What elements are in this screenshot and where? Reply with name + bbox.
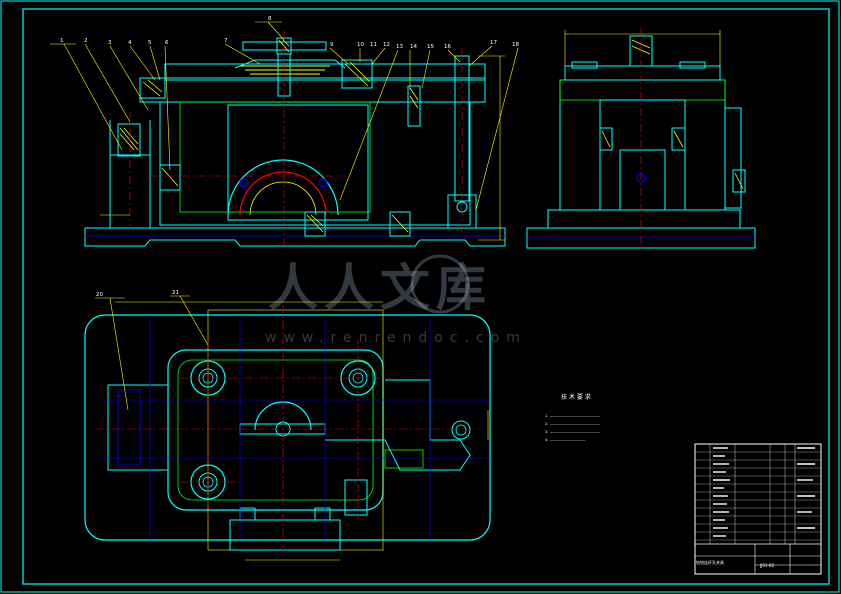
callout-label: 4	[128, 40, 132, 46]
front-view-callouts: 1 2 3 4 5 6 7 8 9 10 11 12 13 14 15 16 1…	[60, 16, 519, 50]
callout-label: 1	[60, 38, 64, 44]
callout-label: 11	[370, 42, 377, 48]
callout-label: 20	[96, 292, 103, 298]
tech-req-note: 1. ——————————————	[545, 414, 600, 418]
tech-req-notes: 1. —————————————— 2. —————————————— 3. —…	[545, 412, 600, 444]
callout-label: 3	[108, 40, 112, 46]
callout-label: 5	[148, 40, 152, 46]
callout-label: 10	[357, 42, 364, 48]
tech-req-title: 技 术 要 求	[561, 394, 591, 401]
plan-view-callouts: 20 21	[96, 290, 179, 298]
plan-view	[84, 295, 491, 561]
callout-label: 9	[330, 42, 334, 48]
callout-label: 2	[84, 38, 88, 44]
title-block	[694, 443, 822, 575]
callout-label: 18	[512, 42, 519, 48]
tech-req-note: 4. ——————————	[545, 438, 586, 442]
callout-label: 17	[490, 40, 497, 46]
callout-label: 13	[396, 44, 403, 50]
callout-label: 14	[410, 44, 417, 50]
tech-req-note: 2. ——————————————	[545, 422, 600, 426]
callout-label: 7	[224, 38, 228, 44]
watermark-url: www.renrendoc.com	[265, 330, 527, 346]
callout-label: 6	[165, 40, 169, 46]
inner-border	[22, 8, 830, 585]
callout-label: 21	[172, 290, 179, 296]
watermark-logo	[410, 254, 470, 314]
front-view	[50, 21, 519, 247]
callout-label: 15	[427, 44, 434, 50]
callout-label: 16	[444, 44, 451, 50]
callout-label: 8	[268, 16, 272, 22]
title-block-drawing-no: JJ01-00	[760, 563, 774, 568]
side-view	[526, 28, 756, 252]
tech-req-note: 3. ——————————————	[545, 430, 600, 434]
callout-label: 12	[383, 42, 390, 48]
title-block-name: 钻铰连杆孔夹具	[696, 560, 724, 565]
watermark-brand: 人人文库	[268, 259, 492, 317]
